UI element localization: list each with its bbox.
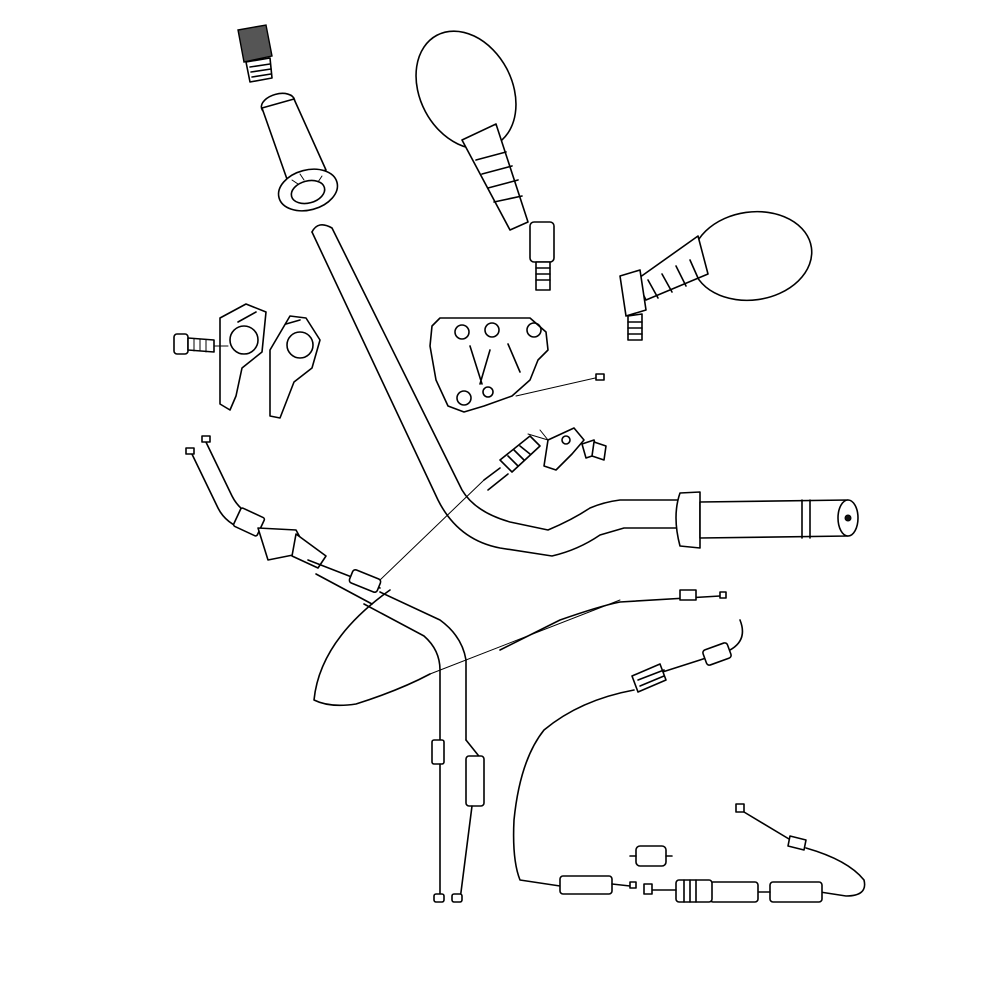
lever-bracket [515,373,607,471]
cable-connector [629,845,673,867]
handlebar-clamp-upper [219,303,267,411]
handlebar [311,224,691,557]
bar-end-weight [237,24,273,83]
cable-adjuster [379,435,541,581]
fairing-outline [313,589,621,707]
throttle-cable-pair [185,435,485,903]
leader-lines [213,345,549,441]
left-grip [260,92,339,212]
clamp-bolt [173,333,215,355]
right-grip [675,491,859,549]
left-mirror [415,30,555,291]
right-mirror [619,210,813,341]
clutch-cable [499,589,866,903]
mounting-bracket [429,317,549,413]
handlebar-clamp-lower [269,315,321,419]
